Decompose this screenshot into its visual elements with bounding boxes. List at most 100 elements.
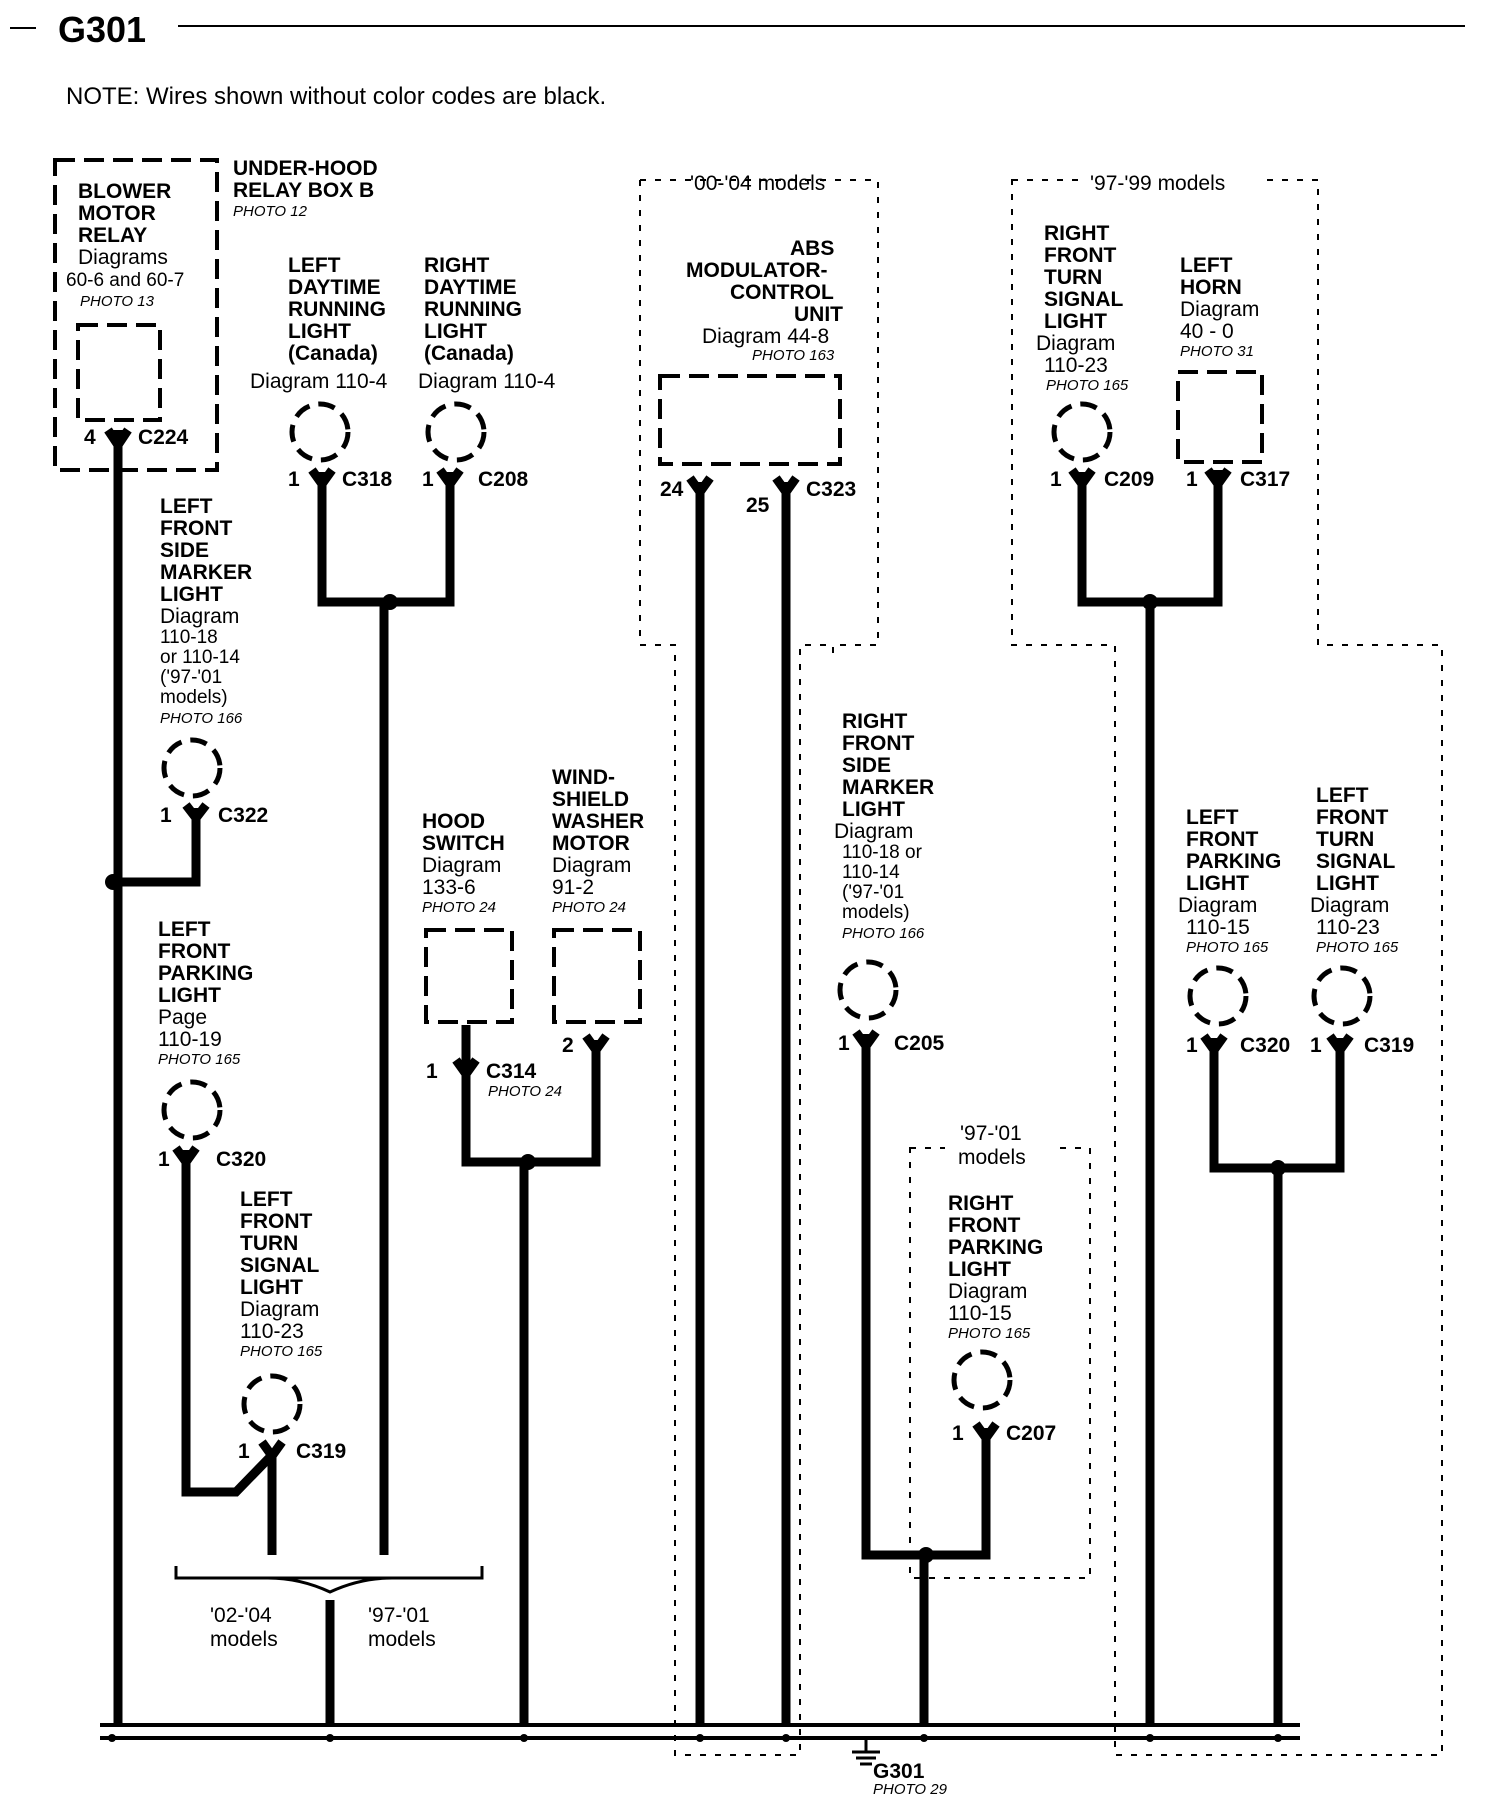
wire-drl-pair: [317, 472, 455, 607]
left-turn-diag2: 110-23: [240, 1320, 304, 1343]
blower-relay-pin: 4: [84, 426, 96, 449]
left-side-marker-l1: LEFT: [160, 495, 213, 518]
left-side-marker-photo: PHOTO 166: [160, 710, 243, 727]
ground-symbol-icon: [852, 1738, 880, 1766]
note-text: NOTE: Wires shown without color codes ar…: [66, 83, 606, 110]
region-97-99-mask: [1080, 172, 1260, 192]
right-front-turn-diag2: 110-23: [1044, 354, 1108, 377]
blower-relay-name-1: BLOWER: [78, 180, 171, 203]
c314-pin: 1: [426, 1060, 438, 1083]
lf-turn-r-l1: LEFT: [1316, 784, 1369, 807]
right-side-marker-d1: Diagram: [834, 820, 913, 843]
right-parking-l1: RIGHT: [948, 1192, 1014, 1215]
right-side-marker-d3: 110-14: [842, 862, 900, 883]
left-turn-l3: TURN: [240, 1232, 298, 1255]
right-parking-bulb-icon: [951, 1349, 1013, 1411]
left-turn-l5: LIGHT: [240, 1276, 303, 1299]
left-drl-diag: Diagram 110-4: [250, 370, 388, 393]
lf-turn-r-l4: SIGNAL: [1316, 850, 1396, 873]
c320-c319-right-terminals: [1200, 1033, 1354, 1058]
right-front-turn-bulb-icon: [1051, 401, 1113, 463]
left-horn-l2: HORN: [1180, 276, 1242, 299]
lf-turn-r-l5: LIGHT: [1316, 872, 1379, 895]
blower-relay-connector: C224: [138, 426, 189, 449]
hood-switch-diag2: 133-6: [422, 876, 476, 899]
c320-right-pin: 1: [1186, 1034, 1198, 1057]
right-side-marker-l4: MARKER: [842, 776, 934, 799]
lf-parking-r-bulb-icon: [1187, 965, 1249, 1027]
right-front-turn-diag1: Diagram: [1036, 332, 1115, 355]
left-parking-page1: Page: [158, 1006, 207, 1029]
left-parking-l3: PARKING: [158, 962, 253, 985]
left-drl-l5: (Canada): [288, 342, 378, 365]
right-front-turn-l1: RIGHT: [1044, 222, 1110, 245]
lf-parking-r-diag2: 110-15: [1186, 916, 1250, 939]
lf-turn-r-l3: TURN: [1316, 828, 1374, 851]
region-00-04-lower: [639, 180, 833, 1756]
left-horn-l1: LEFT: [1180, 254, 1233, 277]
hood-washer-terminals: [452, 1033, 610, 1082]
relay-box-name-2: RELAY BOX B: [233, 179, 374, 202]
c314-connector: C314: [486, 1060, 537, 1083]
blower-relay-photo: PHOTO 13: [80, 293, 155, 310]
left-parking-bulb-icon: [161, 1079, 223, 1141]
region-97-99-label: '97-'99 models: [1090, 172, 1225, 195]
c322-terminal: [182, 802, 210, 826]
right-side-marker-l2: FRONT: [842, 732, 914, 755]
left-side-marker-d1: Diagram: [160, 605, 239, 628]
c320-right-connector: C320: [1240, 1034, 1290, 1057]
abs-diag: Diagram 44-8: [702, 325, 829, 348]
blower-relay-diag-2: 60-6 and 60-7: [66, 270, 184, 291]
c209-c317-terminals: [1068, 467, 1232, 492]
c318-connector: C318: [342, 468, 393, 491]
c314-photo: PHOTO 24: [488, 1083, 562, 1100]
abs-l4: UNIT: [794, 303, 843, 326]
left-drl-bulb-icon: [289, 401, 351, 463]
right-drl-l1: RIGHT: [424, 254, 490, 277]
washer-pin: 2: [562, 1034, 574, 1057]
right-drl-l3: RUNNING: [424, 298, 522, 321]
left-side-marker-d4: ('97-'01: [160, 667, 222, 688]
lf-parking-r-l1: LEFT: [1186, 806, 1239, 829]
left-turn-l2: FRONT: [240, 1210, 312, 1233]
washer-diag2: 91-2: [552, 876, 594, 899]
left-drl-l1: LEFT: [288, 254, 341, 277]
region-00-04-box: [640, 179, 879, 655]
right-drl-l4: LIGHT: [424, 320, 487, 343]
right-side-marker-bulb-icon: [837, 959, 899, 1021]
c207-pin: 1: [952, 1422, 964, 1445]
lf-parking-r-l3: PARKING: [1186, 850, 1281, 873]
washer-l2: SHIELD: [552, 788, 629, 811]
wire-c320-c319-right: [1209, 1038, 1345, 1173]
ground-photo: PHOTO 29: [873, 1781, 948, 1798]
left-side-marker-l3: SIDE: [160, 539, 209, 562]
c208-connector: C208: [478, 468, 529, 491]
c322-pin: 1: [160, 804, 172, 827]
relay-box-photo: PHOTO 12: [233, 203, 308, 220]
blower-relay-diag-1: Diagrams: [78, 246, 168, 269]
left-turn-diag1: Diagram: [240, 1298, 319, 1321]
washer-l3: WASHER: [552, 810, 644, 833]
abs-l2: MODULATOR-: [686, 259, 828, 282]
lf-turn-r-photo: PHOTO 165: [1316, 939, 1399, 956]
abs-component: [658, 374, 842, 466]
region-97-01-mask: [945, 1140, 1055, 1160]
left-parking-l2: FRONT: [158, 940, 230, 963]
region-97-99-box: [1011, 179, 1443, 1756]
blower-relay-name-2: MOTOR: [78, 202, 156, 225]
abs-l1: ABS: [790, 237, 834, 260]
left-parking-l4: LIGHT: [158, 984, 221, 1007]
right-drl-l2: DAYTIME: [424, 276, 517, 299]
washer-diag1: Diagram: [552, 854, 631, 877]
drl-terminals: [308, 467, 464, 492]
left-side-marker-d3: or 110-14: [160, 647, 240, 668]
right-side-marker-l1: RIGHT: [842, 710, 908, 733]
right-front-turn-l2: FRONT: [1044, 244, 1116, 267]
right-drl-diag: Diagram 110-4: [418, 370, 556, 393]
model-split-left-1: '02-'04: [210, 1604, 272, 1627]
wire-c320-left: [181, 1150, 276, 1497]
ground-name: G301: [873, 1760, 925, 1783]
page-title: G301: [58, 9, 146, 50]
abs-pin-24: 24: [660, 478, 684, 501]
